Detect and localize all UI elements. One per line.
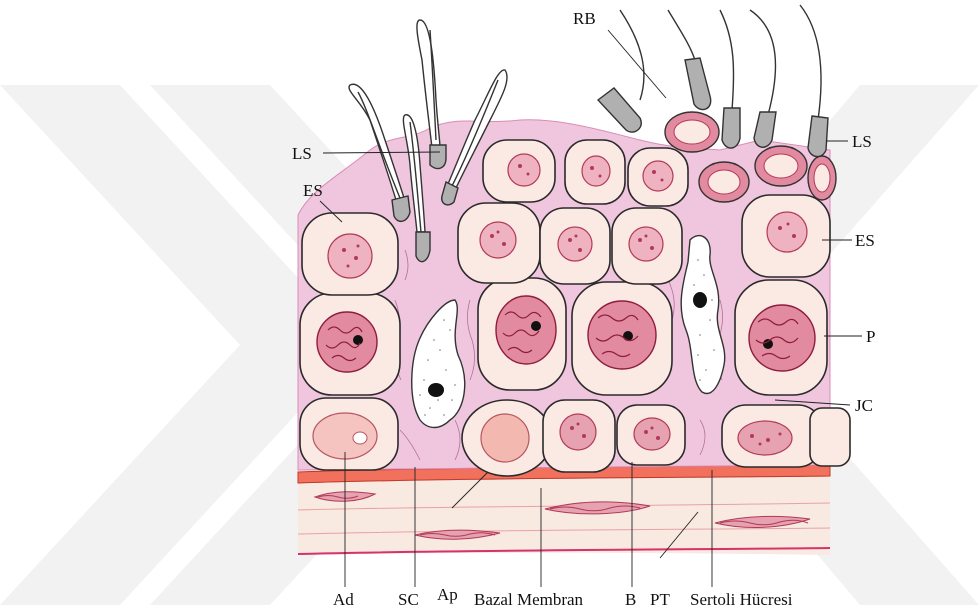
label-ad: Ad xyxy=(333,590,354,609)
label-b: B xyxy=(625,590,636,609)
label-p: P xyxy=(866,327,875,346)
label-bazal-membran: Bazal Membran xyxy=(474,590,584,609)
basal-row-cells xyxy=(300,398,850,476)
label-rb: RB xyxy=(573,9,596,28)
label-sc: SC xyxy=(398,590,419,609)
label-ls-right: LS xyxy=(852,132,872,151)
label-ls-left: LS xyxy=(292,144,312,163)
label-jc: JC xyxy=(855,396,873,415)
label-pt: PT xyxy=(650,590,670,609)
label-es-left: ES xyxy=(303,181,323,200)
label-ap: Ap xyxy=(437,585,458,604)
label-es-right: ES xyxy=(855,231,875,250)
label-sertoli: Sertoli Hücresi xyxy=(690,590,793,609)
